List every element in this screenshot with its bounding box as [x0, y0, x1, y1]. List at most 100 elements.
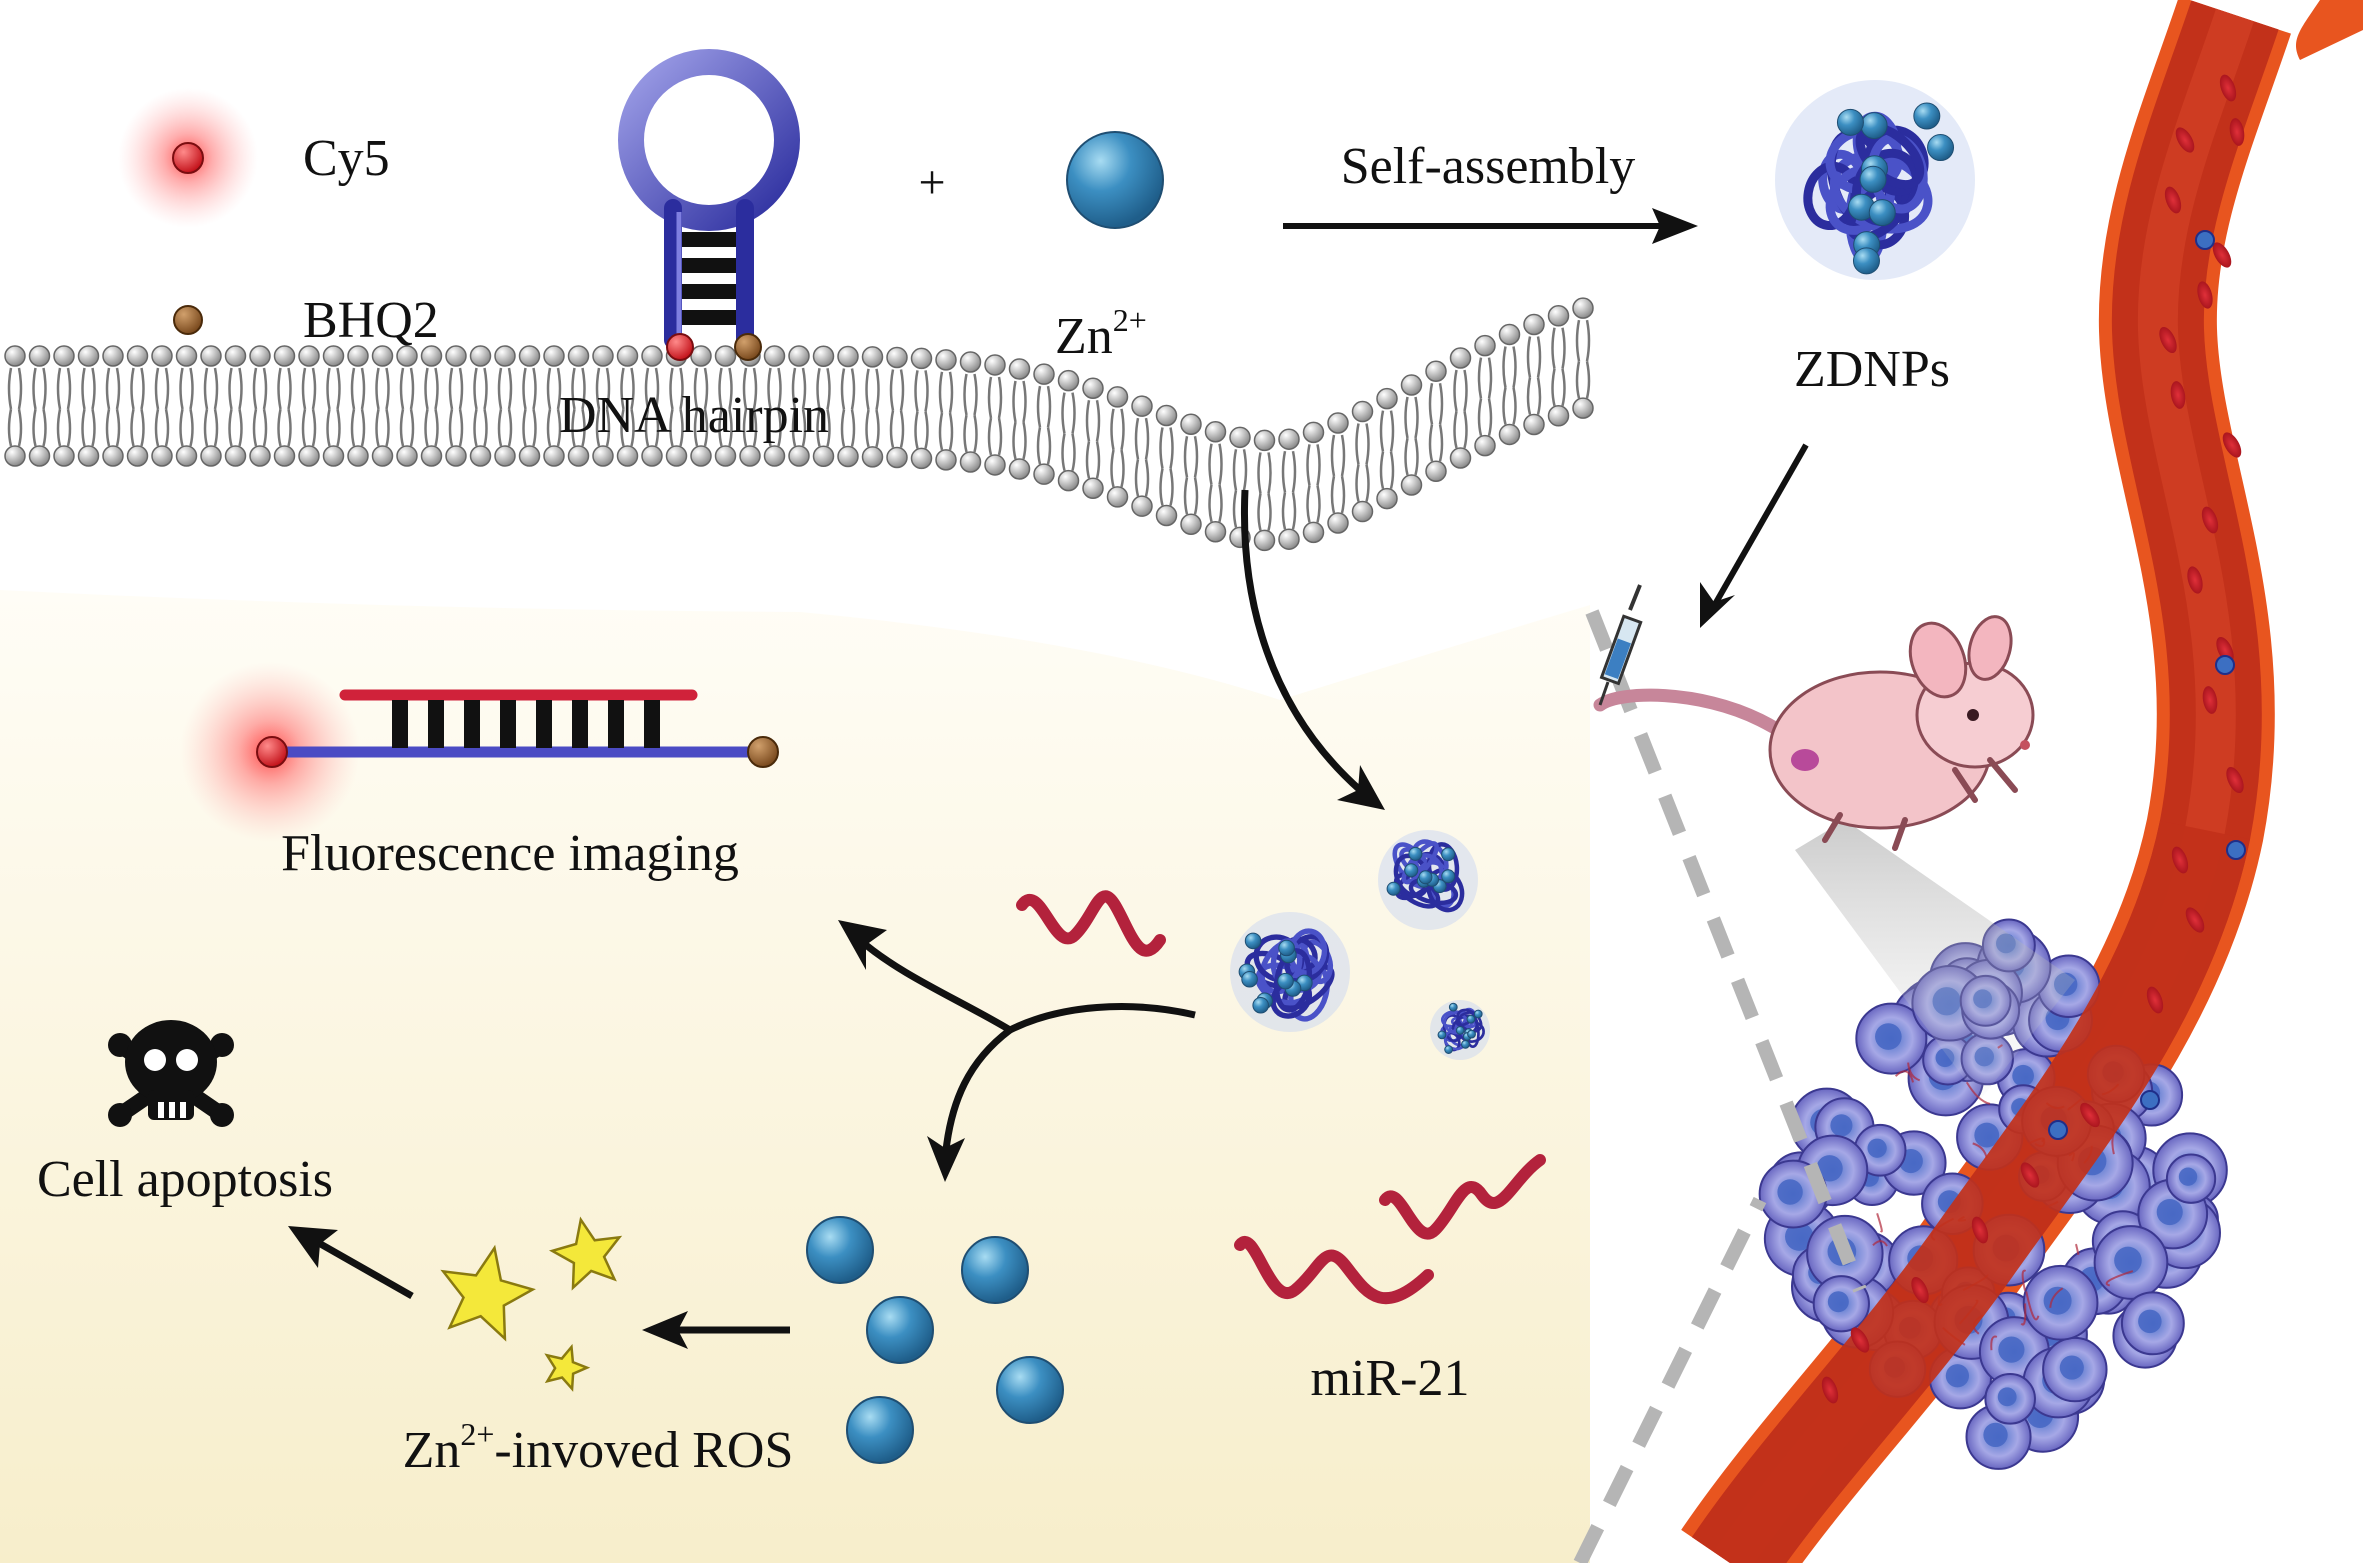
- lipid-head: [1425, 360, 1447, 382]
- lipid-head: [1033, 363, 1055, 385]
- cell-interior: [0, 590, 1590, 1563]
- lipid-head: [984, 454, 1006, 476]
- lipid-head: [739, 445, 761, 467]
- lipid-head: [1253, 529, 1276, 552]
- self-assembly-label: Self-assembly: [1341, 138, 1636, 195]
- lipid-head: [1302, 421, 1325, 444]
- red-blood-cell: [2226, 766, 2244, 794]
- bhq2-label: BHQ2: [303, 292, 439, 349]
- red-blood-cell: [2175, 127, 2195, 153]
- lipid-head: [1057, 369, 1080, 392]
- red-blood-cell: [1971, 1216, 1989, 1244]
- lipid-head: [102, 345, 124, 367]
- lipid-head: [469, 445, 492, 467]
- lipid-head: [1449, 447, 1472, 469]
- red-blood-cell: [2197, 281, 2213, 309]
- lipid-head: [1155, 504, 1178, 527]
- hairpin-bhq2-icon: [734, 333, 762, 361]
- red-blood-cell: [2222, 432, 2242, 458]
- lipid-head: [1131, 395, 1153, 417]
- red-blood-cells: [1821, 74, 2246, 1404]
- mirna-strands: miR-21: [1016, 890, 1546, 1407]
- cell-apoptosis-label: Cell apoptosis: [37, 1151, 333, 1208]
- lipid-head: [273, 345, 296, 367]
- red-blood-cell: [1850, 1327, 1870, 1353]
- red-blood-cell: [2171, 846, 2189, 874]
- pathway-arrows: [288, 489, 1385, 1349]
- lipid-head: [690, 445, 712, 467]
- lipid-head: [1572, 397, 1594, 419]
- lipid-head: [616, 445, 639, 467]
- red-blood-cell: [2229, 118, 2245, 146]
- mirna-strand: [1016, 890, 1166, 957]
- lipid-head: [714, 445, 737, 467]
- lipid-head: [1180, 413, 1202, 436]
- nude-mouse-icon: [1593, 615, 2035, 851]
- lipid-head: [788, 345, 810, 367]
- lipid-head: [396, 345, 418, 367]
- lipid-head: [592, 445, 614, 467]
- lipid-head: [1498, 323, 1521, 346]
- lipid-head: [592, 345, 614, 367]
- lipid-head: [763, 445, 786, 467]
- lipid-head: [347, 345, 369, 367]
- mir-21-label: miR-21: [1311, 1350, 1470, 1407]
- red-blood-cell: [2219, 74, 2237, 102]
- lipid-head: [249, 345, 271, 367]
- cy5-label: Cy5: [303, 130, 390, 187]
- lipid-head: [4, 445, 26, 467]
- lipid-head: [788, 445, 810, 467]
- lipid-head: [200, 345, 222, 367]
- lipid-head: [1057, 469, 1080, 492]
- red-blood-cell: [2146, 986, 2164, 1014]
- zdnps-label: ZDNPs: [1794, 341, 1950, 398]
- internalized-zdnps: [1230, 830, 1490, 1060]
- lipid-head: [175, 345, 198, 367]
- lipid-head: [322, 345, 345, 367]
- lipid-head: [935, 349, 957, 371]
- red-blood-cell: [2080, 1102, 2100, 1128]
- hybridized-duplex: Fluorescence imaging: [180, 662, 779, 882]
- lipid-head: [984, 354, 1006, 376]
- fluorescence-imaging-label: Fluorescence imaging: [281, 825, 739, 882]
- lipid-head: [1229, 426, 1251, 449]
- lipid-head: [1547, 305, 1570, 327]
- lipid-head: [543, 345, 565, 367]
- red-blood-cell: [2202, 686, 2218, 714]
- legend: Cy5 BHQ2: [118, 88, 439, 349]
- lipid-head: [102, 445, 124, 467]
- lipid-head: [1008, 358, 1031, 380]
- lipid-head: [959, 351, 982, 373]
- lipid-head: [1351, 500, 1374, 523]
- lipid-head: [28, 345, 51, 367]
- lipid-head: [371, 445, 394, 467]
- lipid-head: [4, 345, 26, 367]
- lipid-head: [1376, 487, 1398, 510]
- lipid-head: [347, 445, 369, 467]
- red-blood-cell: [2212, 242, 2232, 268]
- lipid-head: [200, 445, 222, 467]
- lipid-head: [1351, 400, 1374, 423]
- red-blood-cell: [1911, 1276, 1929, 1304]
- circulating-zdnp-icon: [2215, 655, 2235, 675]
- released-zinc-ions: [806, 1216, 1064, 1464]
- lipid-head: [1425, 460, 1447, 482]
- lipid-head: [1278, 528, 1300, 550]
- red-blood-cell: [2164, 186, 2182, 214]
- lipid-head: [77, 445, 100, 467]
- lipid-head: [1302, 521, 1325, 544]
- zn-ros-label: Zn2+-invoved ROS: [403, 1416, 794, 1479]
- lipid-head: [763, 345, 786, 367]
- lipid-head: [886, 446, 908, 469]
- zinc-ion: Zn2+: [1055, 131, 1164, 365]
- zinc-ion-icon: [846, 1396, 914, 1464]
- bhq2-marker-icon: [173, 305, 203, 335]
- lipid-head: [1204, 420, 1227, 443]
- lipid-head: [420, 445, 443, 467]
- lipid-head: [665, 445, 688, 467]
- lipid-head: [1253, 429, 1276, 452]
- skull-crossbones-icon: [108, 1020, 234, 1127]
- mirna-strand: [1234, 1236, 1434, 1304]
